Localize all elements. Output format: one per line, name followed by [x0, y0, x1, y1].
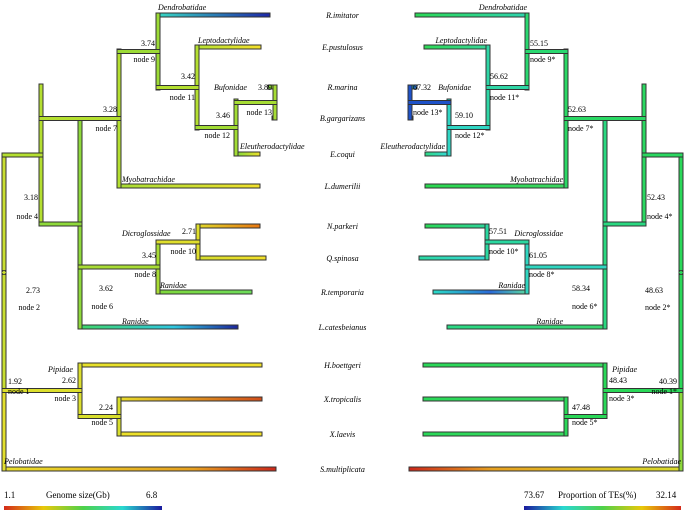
species-label: L.dumerilii	[324, 182, 361, 191]
te-proportion-max: 32.14	[656, 490, 677, 500]
right-node-value: 58.34	[572, 284, 590, 293]
right-node-label: node 4*	[647, 212, 673, 221]
left-family-eleutherodactylidae: Eleutherodactylidae	[239, 142, 305, 151]
left-node-value: 2.24	[99, 403, 113, 412]
left-node-value: 3.46	[216, 111, 230, 120]
left-node-value: 2.71	[182, 227, 196, 236]
species-label: X.laevis	[329, 430, 356, 439]
left-node-label: node 13	[246, 108, 272, 117]
left-family-pipidae: Pipidae	[47, 365, 73, 374]
right-node-label: node 5*	[572, 418, 598, 427]
genome-size-max: 6.8	[146, 490, 158, 500]
right-node-value: 67.32	[413, 83, 431, 92]
species-label: E.coqui	[329, 150, 355, 159]
right-node-value: 57.51	[489, 227, 507, 236]
genome-size-colorbar	[4, 506, 162, 510]
right-family-leptodactylidae: Leptodactylidae	[434, 36, 487, 45]
te-proportion-colorbar	[524, 506, 681, 510]
left-node-value: 3.28	[103, 105, 117, 114]
right-family-ranidae: Ranidae	[535, 317, 563, 326]
species-label: X.tropicalis	[323, 395, 361, 404]
right-node-value: 61.05	[529, 251, 547, 260]
left-family-pelobatidae: Pelobatidae	[3, 457, 43, 466]
right-node-value: 48.43	[609, 376, 627, 385]
left-node-label: node 3	[54, 394, 76, 403]
right-family-bufonidae: Bufonidae	[438, 83, 471, 92]
right-family-pipidae: Pipidae	[611, 365, 637, 374]
left-node-value: 2.62	[62, 376, 76, 385]
te-proportion-min: 73.67	[524, 490, 545, 500]
left-node-label: node 10	[170, 247, 196, 256]
right-node-value: 55.15	[530, 39, 548, 48]
species-label: R.marina	[327, 83, 358, 92]
right-node-value: 52.43	[647, 193, 665, 202]
left-family-leptodactylidae: Leptodactylidae	[197, 36, 250, 45]
species-label: N.parkeri	[326, 222, 358, 231]
left-node-label: node 11	[170, 93, 195, 102]
species-label: L.catesbeianus	[318, 323, 367, 332]
left-family-dicroglossidae: Dicroglossidae	[121, 229, 171, 238]
left-node-label: node 8	[134, 270, 156, 279]
right-family-eleutherodactylidae: Eleutherodactylidae	[379, 142, 445, 151]
tree-branches	[1, 12, 684, 472]
right-node-label: node 3*	[609, 394, 635, 403]
right-node-label: node 6*	[572, 302, 598, 311]
right-family-dicroglossidae: Dicroglossidae	[513, 229, 563, 238]
right-node-value: 59.10	[455, 111, 473, 120]
left-node-label: node 1	[8, 387, 30, 396]
right-node-label: node 8*	[529, 270, 555, 279]
te-proportion-title: Proportion of TEs(%)	[558, 490, 636, 500]
left-node-label: node 12	[204, 131, 230, 140]
right-node-label: node 9*	[530, 55, 556, 64]
left-node-value: 3.74	[141, 39, 155, 48]
species-label: B.gargarizans	[320, 114, 365, 123]
right-family-pelobatidae: Pelobatidae	[641, 457, 681, 466]
species-label: E.pustulosus	[321, 43, 363, 52]
right-node-label: node 12*	[455, 131, 485, 140]
species-label: Q.spinosa	[326, 254, 358, 263]
right-node-value: 40.39	[659, 377, 677, 386]
genome-size-min: 1.1	[4, 490, 15, 500]
right-node-value: 47.48	[572, 403, 590, 412]
right-node-label: node 1*	[651, 387, 677, 396]
left-node-value: 1.92	[8, 377, 22, 386]
tree-labels: R.imitatorE.pustulosusR.marinaB.gargariz…	[3, 3, 681, 474]
left-node-value: 3.18	[24, 193, 38, 202]
left-node-value: 3.45	[142, 251, 156, 260]
left-family-ranidae: Ranidae	[121, 317, 149, 326]
species-label: H.boettgeri	[323, 361, 361, 370]
right-node-value: 52.63	[568, 105, 586, 114]
right-node-value: 56.62	[490, 72, 508, 81]
right-node-label: node 10*	[489, 247, 519, 256]
left-node-label: node 5	[91, 418, 113, 427]
species-label: R.temporaria	[320, 288, 364, 297]
left-node-value: 3.62	[99, 284, 113, 293]
right-node-label: node 7*	[568, 124, 594, 133]
genome-size-title: Genome size(Gb)	[46, 490, 110, 500]
left-node-value: 3.42	[181, 72, 195, 81]
left-node-label: node 2	[18, 303, 40, 312]
left-node-value: 2.73	[26, 286, 40, 295]
left-family-dendrobatidae: Dendrobatidae	[157, 3, 207, 12]
right-family-myobatrachidae: Myobatrachidae	[509, 175, 563, 184]
left-node-label: node 6	[91, 302, 113, 311]
right-family-ranidae: Ranidae	[497, 281, 525, 290]
right-node-label: node 13*	[413, 108, 443, 117]
left-family-bufonidae: Bufonidae	[214, 83, 247, 92]
left-node-value: 3.89	[258, 83, 272, 92]
left-node-label: node 4	[16, 212, 38, 221]
species-label: R.imitator	[325, 11, 360, 20]
right-node-label: node 11*	[490, 93, 519, 102]
species-label: S.multiplicata	[320, 465, 365, 474]
left-node-label: node 9	[133, 55, 155, 64]
left-family-ranidae: Ranidae	[159, 281, 187, 290]
left-node-label: node 7	[95, 124, 117, 133]
right-family-dendrobatidae: Dendrobatidae	[478, 3, 528, 12]
right-node-label: node 2*	[645, 303, 671, 312]
left-family-myobatrachidae: Myobatrachidae	[121, 175, 175, 184]
right-node-value: 48.63	[645, 286, 663, 295]
